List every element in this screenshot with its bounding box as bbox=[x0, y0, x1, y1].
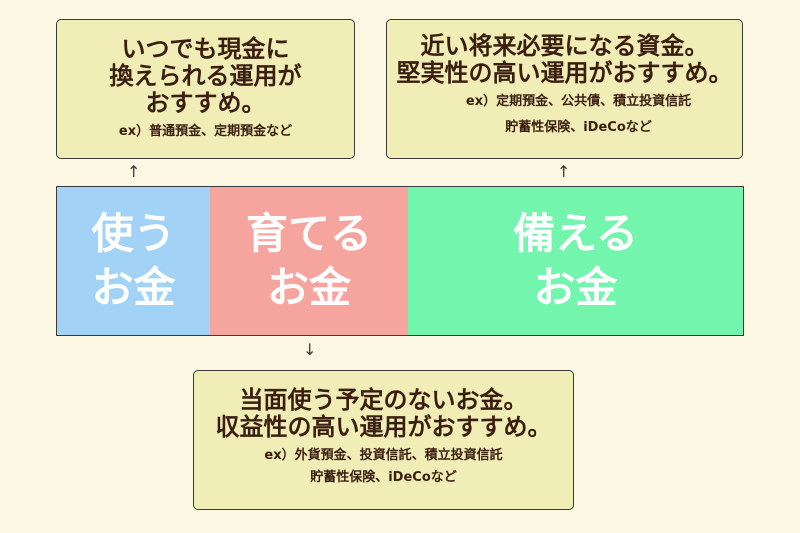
use-band-line-2: お金 bbox=[91, 263, 176, 312]
spend-note-line-3: おすすめ。 bbox=[145, 89, 266, 117]
grow-band-line-1: 育てる bbox=[245, 209, 372, 258]
prepare-band-line-2: お金 bbox=[533, 263, 618, 312]
grow-note-line-2: 収益性の高い運用がおすすめ。 bbox=[215, 413, 552, 441]
grow-money-note: 当面使う予定のないお金。 収益性の高い運用がおすすめ。 ex）外貨預金、投資信託… bbox=[193, 370, 574, 510]
prepare-money-note: 近い将来必要になる資金。 堅実性の高い運用がおすすめ。 ex）定期預金、公共債、… bbox=[386, 19, 743, 159]
prepare-money-band: 備える お金 bbox=[408, 186, 744, 336]
spend-note-line-1: いつでも現金に bbox=[121, 35, 290, 63]
prepare-band-line-1: 備える bbox=[513, 209, 638, 258]
down-arrow-icon: ↓ bbox=[303, 340, 317, 359]
grow-note-line-1: 当面使う予定のないお金。 bbox=[239, 386, 528, 414]
prepare-note-example-1: ex）定期預金、公共債、積立投資信託 bbox=[465, 94, 692, 109]
grow-note-example-1: ex）外貨預金、投資信託、積立投資信託 bbox=[264, 448, 503, 463]
prepare-note-line-1: 近い将来必要になる資金。 bbox=[420, 32, 709, 60]
use-money-band: 使う お金 bbox=[56, 186, 211, 336]
use-band-line-1: 使う bbox=[91, 209, 176, 258]
grow-money-band: 育てる お金 bbox=[210, 186, 409, 336]
spend-note-line-2: 換えられる運用が bbox=[109, 62, 302, 90]
prepare-note-example-2: 貯蓄性保険、iDeCoなど bbox=[505, 120, 652, 135]
up-arrow-icon: ↑ bbox=[557, 162, 571, 181]
spend-money-note: いつでも現金に 換えられる運用が おすすめ。 ex）普通預金、定期預金など bbox=[56, 19, 355, 159]
grow-note-example-2: 貯蓄性保険、iDeCoなど bbox=[310, 470, 457, 485]
prepare-note-line-2: 堅実性の高い運用がおすすめ。 bbox=[396, 59, 733, 87]
spend-note-example: ex）普通預金、定期預金など bbox=[118, 124, 293, 139]
up-arrow-icon: ↑ bbox=[127, 162, 141, 181]
grow-band-line-2: お金 bbox=[266, 263, 351, 312]
